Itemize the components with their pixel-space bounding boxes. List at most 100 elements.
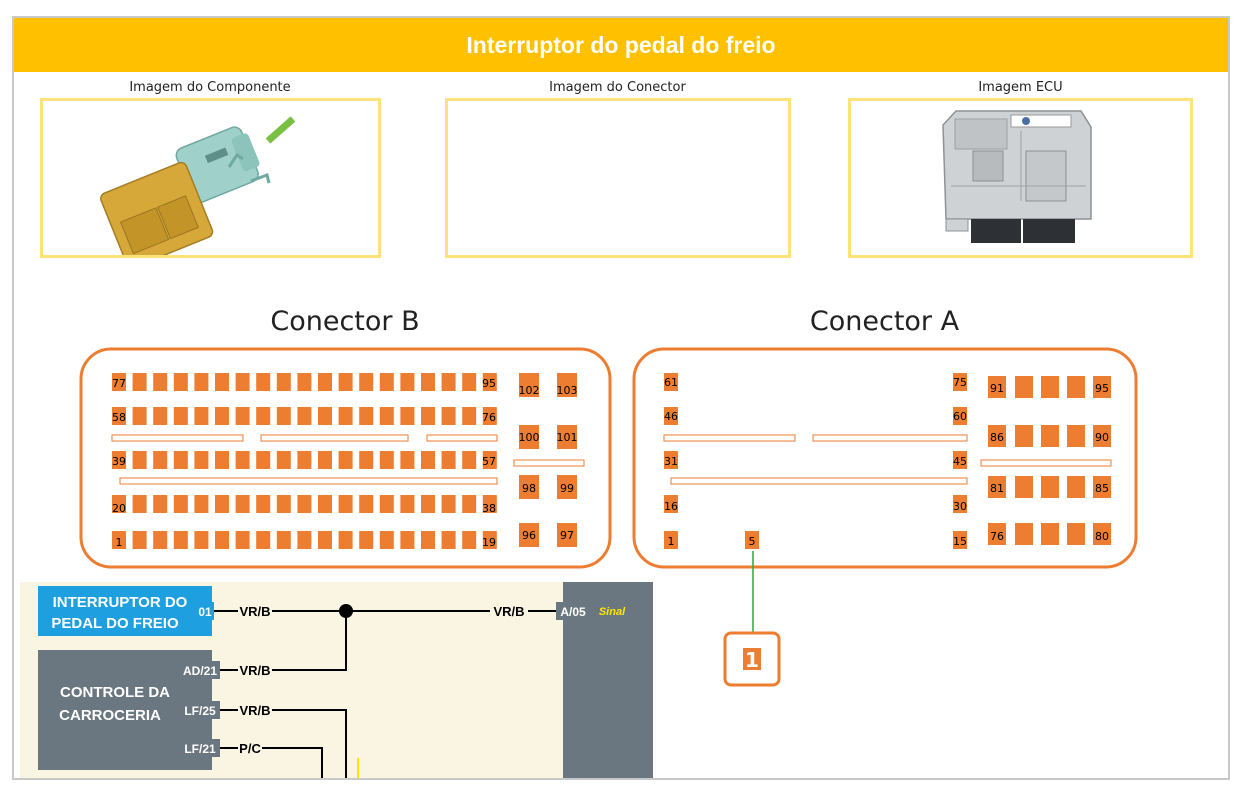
brake-switch-image bbox=[100, 116, 296, 269]
pin bbox=[194, 531, 209, 549]
keying-slot bbox=[980, 459, 1112, 467]
connector-a-title: Conector A bbox=[809, 306, 960, 337]
pin bbox=[421, 451, 435, 469]
body-pin-tab bbox=[178, 661, 220, 679]
pin bbox=[557, 475, 577, 499]
pin bbox=[379, 531, 394, 549]
switch-pin: 01 bbox=[198, 605, 212, 619]
pin bbox=[215, 531, 229, 549]
connector-b-title: Conector B bbox=[270, 306, 420, 337]
pin bbox=[400, 451, 415, 469]
pin bbox=[297, 531, 312, 549]
pin-number: 45 bbox=[953, 455, 967, 468]
pin-number: 19 bbox=[482, 536, 496, 549]
pin bbox=[112, 495, 126, 513]
keying-slot bbox=[670, 477, 968, 485]
component-image-label: Imagem do Componente bbox=[129, 80, 291, 95]
switch-label-line1: INTERRUPTOR DO bbox=[53, 594, 188, 611]
pin bbox=[953, 495, 967, 513]
pin bbox=[482, 451, 497, 469]
pin bbox=[215, 495, 229, 513]
pin bbox=[519, 475, 539, 499]
pin bbox=[297, 495, 312, 513]
pin-number: 61 bbox=[664, 376, 678, 389]
pin bbox=[1015, 376, 1033, 398]
pin bbox=[297, 407, 312, 425]
pin bbox=[194, 495, 209, 513]
pin bbox=[318, 373, 332, 391]
pin-number: 98 bbox=[522, 482, 536, 495]
pin-number: 102 bbox=[519, 384, 540, 397]
connector-b-outline bbox=[79, 347, 612, 569]
keying-slot bbox=[513, 459, 585, 467]
pin bbox=[953, 531, 967, 549]
pin bbox=[173, 407, 188, 425]
pin-number: 85 bbox=[1095, 482, 1109, 495]
keying-slot bbox=[663, 434, 796, 442]
pin bbox=[132, 451, 147, 469]
pin bbox=[1067, 376, 1085, 398]
pin bbox=[1067, 425, 1085, 447]
pin bbox=[359, 495, 374, 513]
pin-number: 86 bbox=[990, 431, 1004, 444]
pin-number: 5 bbox=[749, 535, 756, 548]
body-pin-ad21: AD/21 bbox=[183, 664, 217, 678]
pin bbox=[379, 495, 394, 513]
pin bbox=[215, 407, 229, 425]
pin bbox=[338, 373, 353, 391]
wire-label: VR/B bbox=[239, 604, 270, 619]
pin bbox=[1015, 523, 1033, 545]
pin bbox=[1041, 425, 1059, 447]
pin bbox=[132, 531, 147, 549]
ecu-image-box bbox=[848, 98, 1193, 258]
pin-number: 75 bbox=[953, 376, 967, 389]
brake-switch-block bbox=[38, 586, 212, 636]
pin-number: 20 bbox=[112, 502, 126, 515]
pin bbox=[194, 373, 209, 391]
pin-number: 15 bbox=[953, 535, 967, 548]
pin bbox=[400, 495, 415, 513]
pin-number: 46 bbox=[664, 410, 678, 423]
pin-number: 97 bbox=[560, 529, 574, 542]
pin bbox=[173, 495, 188, 513]
pin bbox=[441, 373, 456, 391]
ecu-image bbox=[942, 110, 1092, 243]
pin bbox=[153, 495, 168, 513]
pin bbox=[482, 407, 497, 425]
body-label-line2: CARROCERIA bbox=[59, 707, 161, 724]
pin bbox=[276, 531, 291, 549]
pin-number: 76 bbox=[990, 530, 1004, 543]
pin bbox=[153, 451, 168, 469]
pin bbox=[112, 407, 126, 425]
connector-image-label: Imagem do Conector bbox=[549, 80, 686, 95]
pin bbox=[664, 373, 678, 391]
pin-number: 77 bbox=[112, 377, 126, 390]
keying-slot bbox=[119, 477, 498, 485]
pin bbox=[256, 495, 271, 513]
body-pin-lf25: LF/25 bbox=[184, 704, 216, 718]
ecu-pin: A/05 bbox=[560, 605, 586, 619]
pin bbox=[215, 451, 229, 469]
pin bbox=[988, 523, 1006, 545]
pin bbox=[276, 373, 291, 391]
pin bbox=[256, 451, 271, 469]
pin bbox=[1041, 376, 1059, 398]
pin bbox=[235, 407, 250, 425]
pin-number: 57 bbox=[482, 455, 496, 468]
pin bbox=[297, 451, 312, 469]
callout-label: 1 bbox=[745, 648, 759, 672]
pin bbox=[557, 425, 577, 449]
pin bbox=[153, 407, 168, 425]
ecu-image-label: Imagem ECU bbox=[978, 80, 1063, 95]
pin bbox=[235, 373, 250, 391]
pin bbox=[1041, 523, 1059, 545]
pin bbox=[988, 376, 1006, 398]
pin-number: 31 bbox=[664, 455, 678, 468]
body-pin-lf21: LF/21 bbox=[184, 742, 216, 756]
pin bbox=[953, 407, 967, 425]
pin bbox=[482, 531, 497, 549]
pin bbox=[953, 373, 967, 391]
body-pin-tab bbox=[178, 701, 220, 719]
pin bbox=[519, 373, 539, 397]
